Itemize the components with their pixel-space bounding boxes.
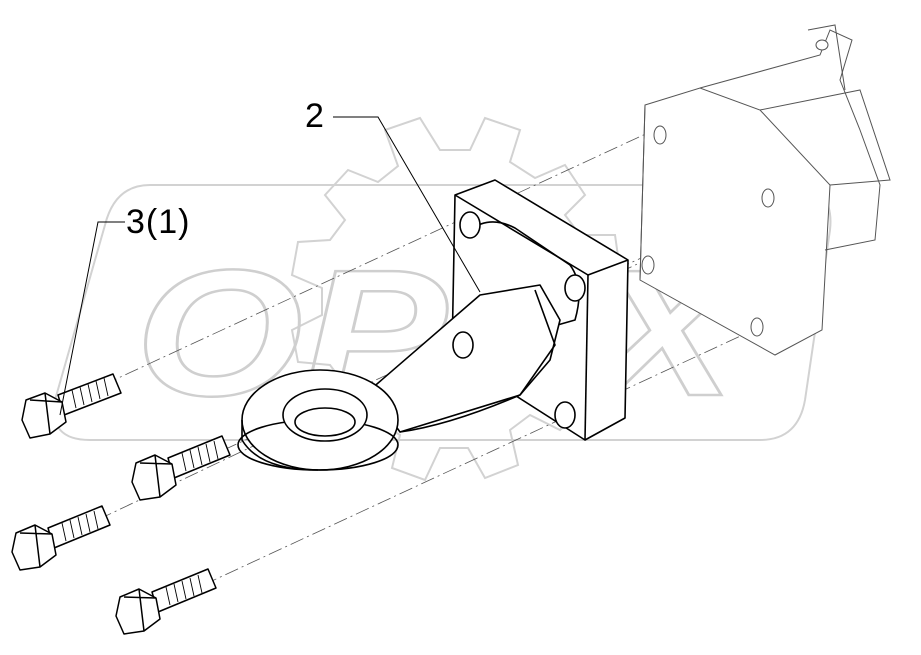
leader-lines — [59, 116, 481, 416]
callout-part-2: 2 — [305, 97, 324, 135]
bracket-hole — [653, 125, 667, 145]
watermark-gear — [290, 116, 622, 482]
flange-hole — [452, 331, 474, 359]
flange-hole — [564, 274, 586, 302]
bolt — [115, 568, 217, 635]
bolt — [11, 505, 111, 571]
bracket-hole — [641, 255, 655, 275]
bolt — [21, 373, 122, 439]
bolt — [131, 435, 231, 501]
flange-hole — [554, 401, 576, 429]
bracket-hole — [750, 317, 764, 337]
callout-part-3: 3(1) — [126, 203, 191, 241]
leader-part-2 — [333, 116, 481, 293]
mounting-bracket — [639, 24, 891, 356]
flange-hole — [459, 211, 481, 239]
leader-part-3 — [59, 221, 125, 416]
towing-eye — [237, 179, 629, 471]
bracket-hole — [761, 188, 775, 208]
